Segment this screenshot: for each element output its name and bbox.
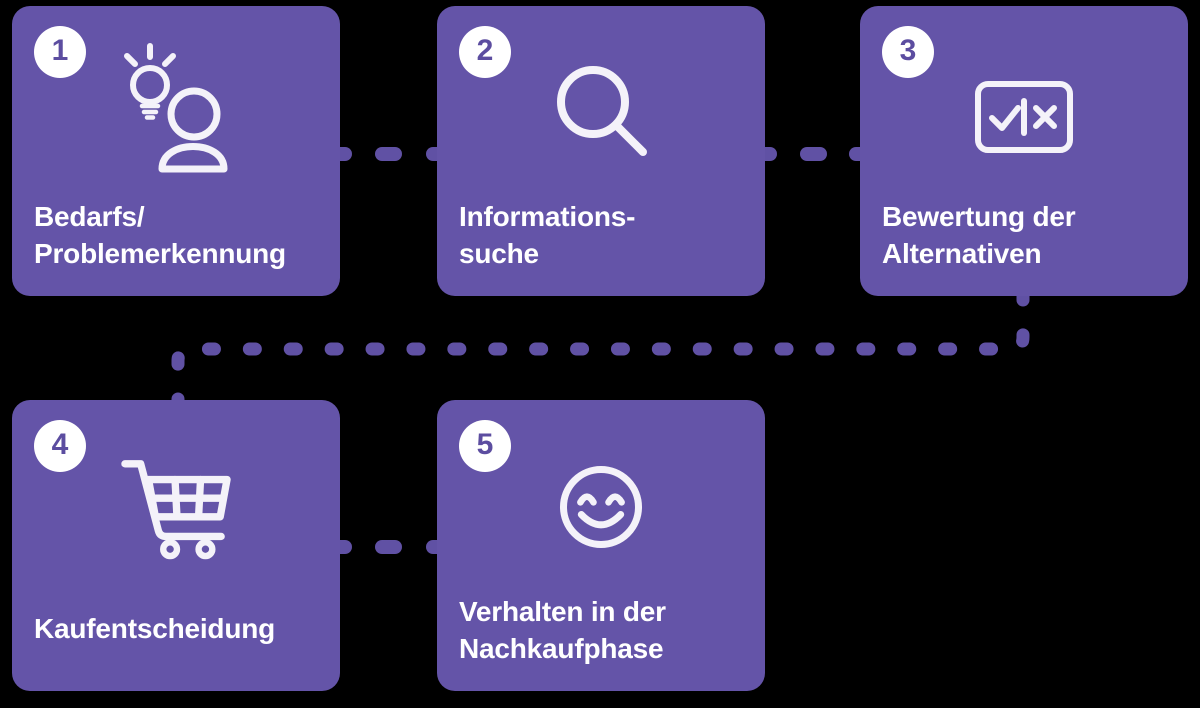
step-card-5: 5 Verhalten in der Nachkaufphase [437, 400, 765, 691]
step-number-badge: 2 [459, 26, 511, 78]
step-label-line: Verhalten in der [459, 596, 666, 627]
step-label-line: Problemerkennung [34, 238, 286, 269]
step-label-line: Alternativen [882, 238, 1042, 269]
step-card-2: 2 Informations- suche [437, 6, 765, 296]
step-label-line: Bedarfs/ [34, 201, 145, 232]
idea-person-icon [114, 42, 238, 174]
step-label: Bedarfs/ Problemerkennung [34, 198, 326, 272]
smiley-icon [556, 462, 646, 552]
step-number: 3 [899, 34, 917, 67]
search-icon [553, 62, 649, 158]
connector-step1-step2 [332, 147, 446, 161]
step-label-line: Informations- [459, 201, 636, 232]
connector-step4-step5 [332, 540, 446, 554]
step-number: 4 [51, 428, 69, 461]
check-x-choice-icon [974, 80, 1074, 154]
step-label-line: suche [459, 238, 539, 269]
step-label-line: Nachkaufphase [459, 633, 664, 664]
step-number-badge: 5 [459, 420, 511, 472]
step-number-badge: 4 [34, 420, 86, 472]
step-label-line: Kaufentscheidung [34, 613, 276, 644]
connector-step3-step4 [171, 287, 1030, 411]
shopping-cart-icon [119, 454, 233, 560]
step-card-4: 4 Kaufentscheidung [12, 400, 340, 691]
step-number: 2 [476, 34, 494, 67]
step-card-3: 3 Bewertung der Alternativen [860, 6, 1188, 296]
step-label: Verhalten in der Nachkaufphase [459, 593, 751, 667]
step-label: Bewertung der Alternativen [882, 198, 1174, 272]
step-label: Informations- suche [459, 198, 751, 272]
connector-step2-step3 [757, 147, 869, 161]
step-number-badge: 1 [34, 26, 86, 78]
step-number-badge: 3 [882, 26, 934, 78]
step-number: 5 [476, 428, 494, 461]
step-label-line: Bewertung der [882, 201, 1076, 232]
step-number: 1 [51, 34, 69, 67]
step-label: Kaufentscheidung [34, 610, 326, 647]
step-card-1: 1 Bedarfs/ Problemerkennung [12, 6, 340, 296]
